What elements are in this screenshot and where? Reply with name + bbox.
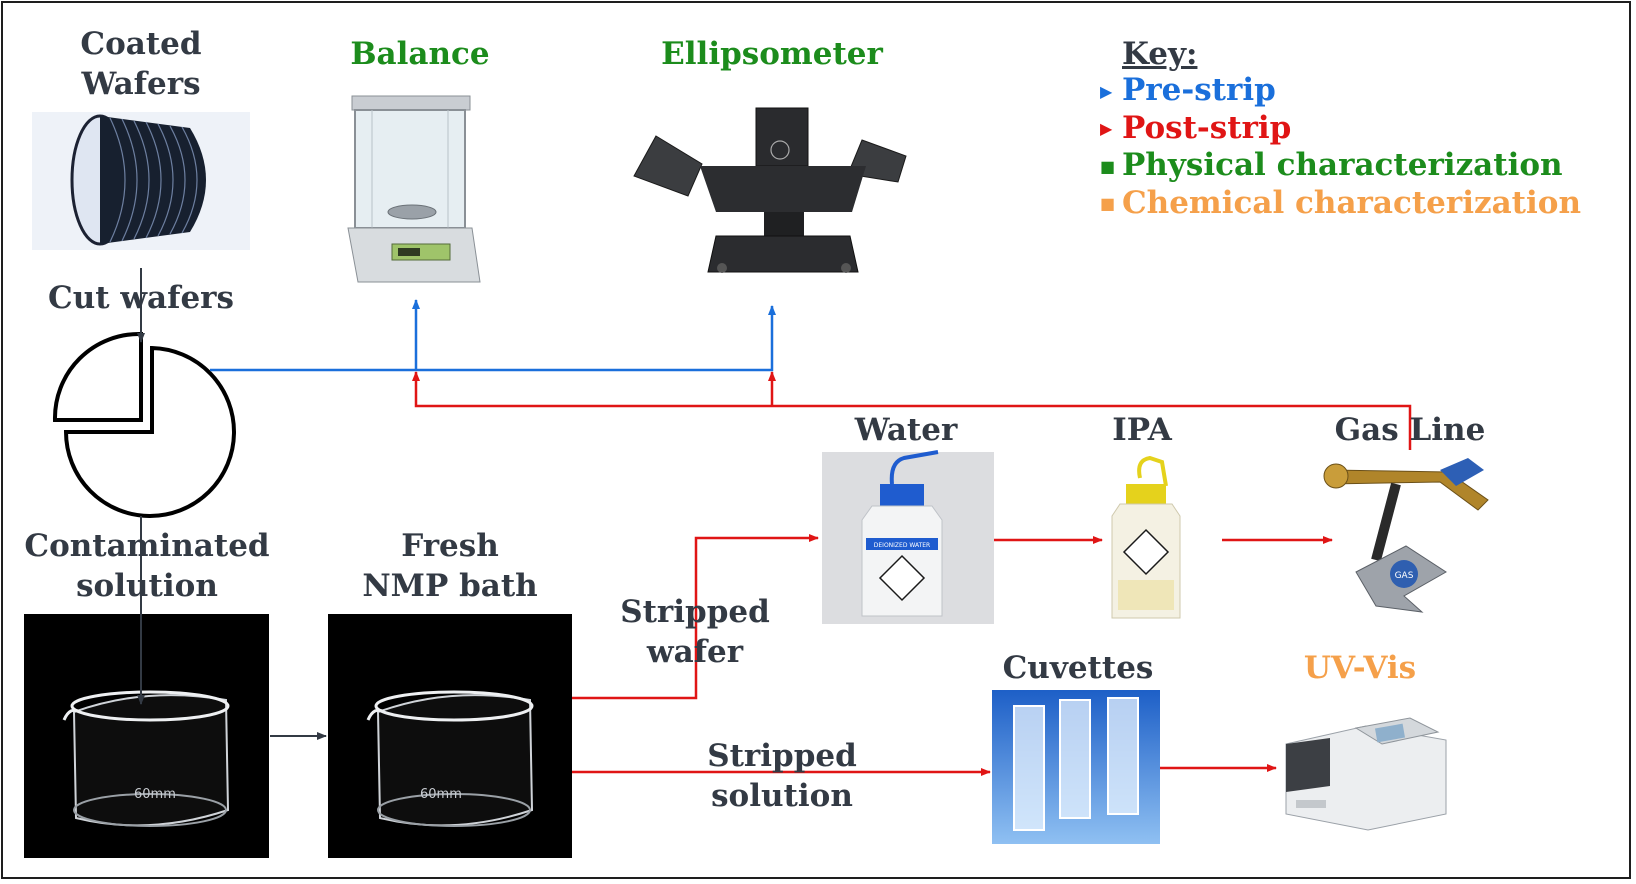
water-bottle-image: DEIONIZED WATER	[822, 450, 994, 624]
ipa-bottle-image	[1111, 455, 1181, 619]
label-ellipsometer: Ellipsometer	[661, 36, 883, 72]
legend-item-physical: ■ Physical characterization	[1100, 147, 1581, 185]
square-marker-icon: ■	[1100, 194, 1116, 213]
pre-strip-arrows	[210, 299, 776, 372]
legend-item-post-strip: ▶ Post-strip	[1100, 110, 1581, 148]
label-uv-vis: UV-Vis	[1303, 650, 1417, 686]
legend-label: Physical characterization	[1122, 147, 1563, 183]
cut-wafer-shape	[52, 331, 236, 518]
fresh-nmp-dish-image: 60mm	[328, 614, 572, 858]
label-cut-wafers: Cut wafers	[48, 280, 234, 316]
square-marker-icon: ■	[1100, 156, 1116, 176]
legend: Key: ▶ Pre-strip ▶ Post-strip ■ Physical ch…	[1100, 36, 1581, 222]
gas-knob-text: GAS	[1395, 571, 1414, 581]
label-stripped-solution: Stripped solution	[707, 738, 857, 814]
post-strip-arrows	[412, 371, 1412, 776]
legend-label: Chemical characterization	[1122, 184, 1581, 221]
dish-marking-right: 60mm	[420, 787, 462, 802]
bottle-label-text: DEIONIZED WATER	[874, 542, 930, 549]
legend-title: Key:	[1122, 36, 1198, 72]
label-coated-wafers: Coated Wafers	[80, 26, 202, 102]
label-stripped-wafer: Stripped wafer	[620, 594, 770, 670]
legend-item-chemical: ■ Chemical characterization	[1100, 185, 1581, 223]
cuvettes-image	[992, 690, 1160, 844]
ellipsometer-image	[628, 96, 914, 282]
label-fresh-nmp-bath: Fresh NMP bath	[362, 528, 538, 604]
label-balance: Balance	[350, 36, 490, 72]
coated-wafers-image	[32, 112, 250, 250]
arrow-gas-to-balance	[412, 371, 1412, 450]
contaminated-dish-image: 60mm	[24, 614, 269, 858]
label-contaminated-solution: Contaminated solution	[24, 528, 270, 604]
uvvis-image	[1268, 700, 1448, 834]
legend-item-pre-strip: ▶ Pre-strip	[1100, 72, 1581, 110]
neutral-arrows	[137, 268, 327, 740]
dish-marking-left: 60mm	[134, 787, 176, 802]
gas-line-image: GAS	[1310, 444, 1508, 616]
label-water: Water	[854, 412, 958, 448]
triangle-marker-icon: ▶	[1100, 81, 1113, 101]
label-cuvettes: Cuvettes	[1002, 650, 1154, 686]
legend-label: Pre-strip	[1122, 72, 1276, 108]
arrow-pre-to-ellipsometer	[210, 305, 776, 372]
legend-label: Post-strip	[1122, 109, 1292, 146]
arrow-stripped-wafer-to-water	[572, 534, 819, 700]
balance-image	[346, 90, 481, 286]
label-gas-line: Gas Line	[1334, 412, 1486, 448]
triangle-marker-icon: ▶	[1100, 119, 1113, 138]
label-ipa: IPA	[1112, 412, 1172, 448]
